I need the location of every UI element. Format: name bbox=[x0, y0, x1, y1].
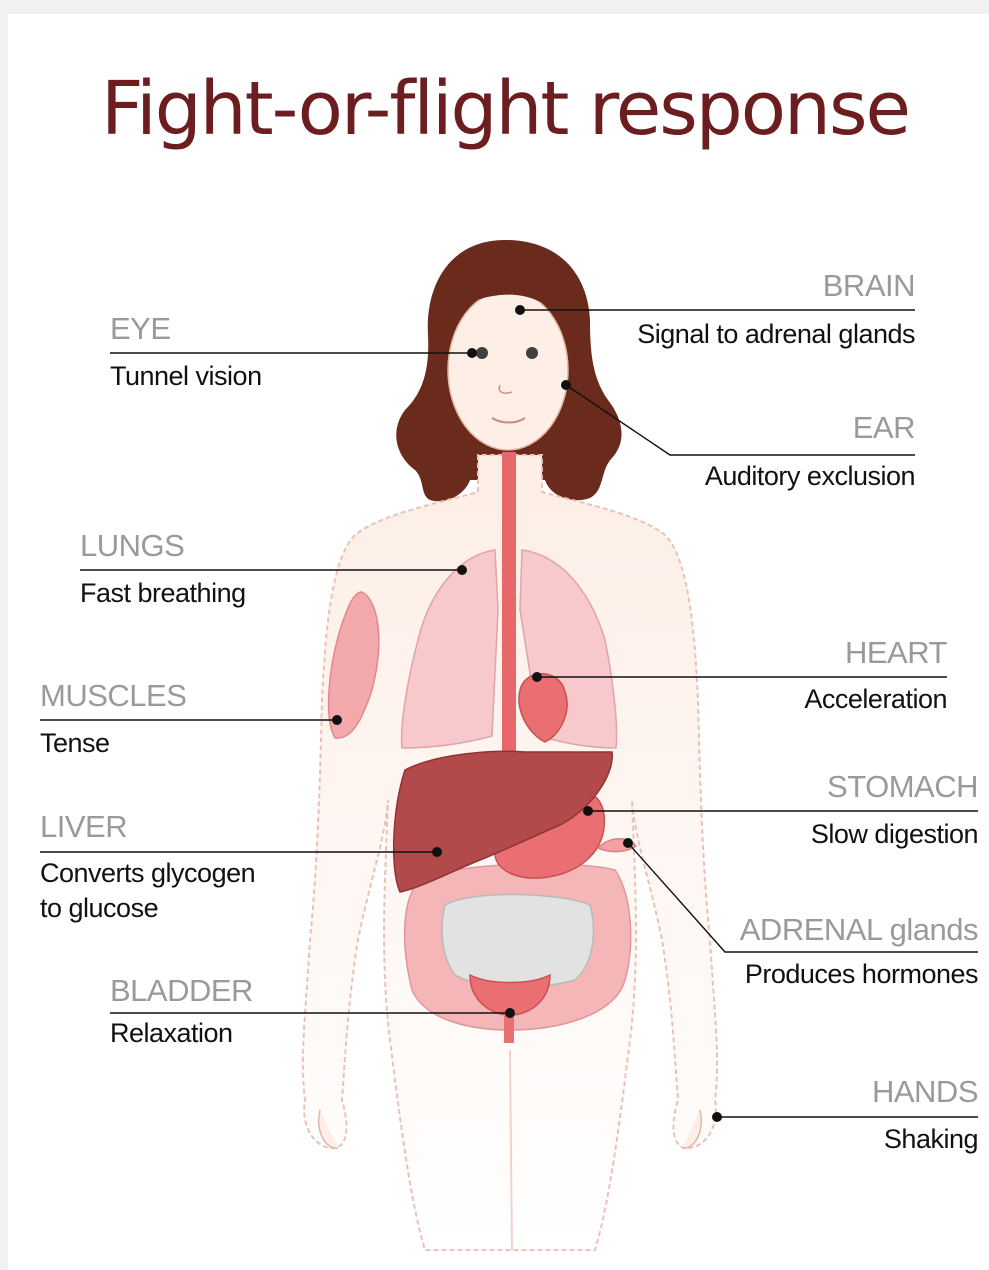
adrenal-dot bbox=[623, 838, 633, 848]
eye-effect: Tunnel vision bbox=[110, 363, 262, 390]
muscles-effect: Tense bbox=[40, 730, 110, 757]
stomach-dot bbox=[583, 806, 593, 816]
lungs-label: LUNGS bbox=[80, 530, 184, 561]
bladder-effect: Relaxation bbox=[110, 1020, 233, 1047]
brain-label: BRAIN bbox=[823, 270, 915, 301]
muscles-dot bbox=[332, 715, 342, 725]
heart-effect: Acceleration bbox=[804, 686, 947, 713]
brain-dot bbox=[515, 305, 525, 315]
bladder-label: BLADDER bbox=[110, 975, 253, 1006]
ear-effect: Auditory exclusion bbox=[705, 463, 915, 490]
bladder-dot bbox=[505, 1008, 515, 1018]
ear-dot bbox=[561, 380, 571, 390]
face bbox=[448, 290, 568, 450]
heart-dot bbox=[532, 672, 542, 682]
heart-label: HEART bbox=[845, 637, 947, 668]
hands-label: HANDS bbox=[872, 1076, 978, 1107]
liver-effect-line2: to glucose bbox=[40, 895, 158, 922]
hands-dot bbox=[712, 1112, 722, 1122]
stomach-label: STOMACH bbox=[827, 771, 978, 802]
muscles-label: MUSCLES bbox=[40, 680, 186, 711]
left-eye-icon bbox=[476, 347, 488, 359]
adrenal-effect: Produces hormones bbox=[745, 961, 978, 988]
esophagus bbox=[502, 452, 516, 752]
brain-effect: Signal to adrenal glands bbox=[637, 321, 915, 348]
lungs-dot bbox=[457, 565, 467, 575]
ear-label: EAR bbox=[853, 412, 915, 443]
adrenal-label: ADRENAL glands bbox=[740, 914, 978, 945]
hands-effect: Shaking bbox=[884, 1126, 978, 1153]
liver-label: LIVER bbox=[40, 811, 127, 842]
liver-dot bbox=[432, 847, 442, 857]
eye-label: EYE bbox=[110, 313, 171, 344]
lungs-effect: Fast breathing bbox=[80, 580, 246, 607]
small-intestine bbox=[442, 894, 593, 986]
eye-dot bbox=[467, 348, 477, 358]
right-eye-icon bbox=[526, 347, 538, 359]
liver-effect: Converts glycogen bbox=[40, 860, 255, 887]
stomach-effect: Slow digestion bbox=[811, 821, 978, 848]
